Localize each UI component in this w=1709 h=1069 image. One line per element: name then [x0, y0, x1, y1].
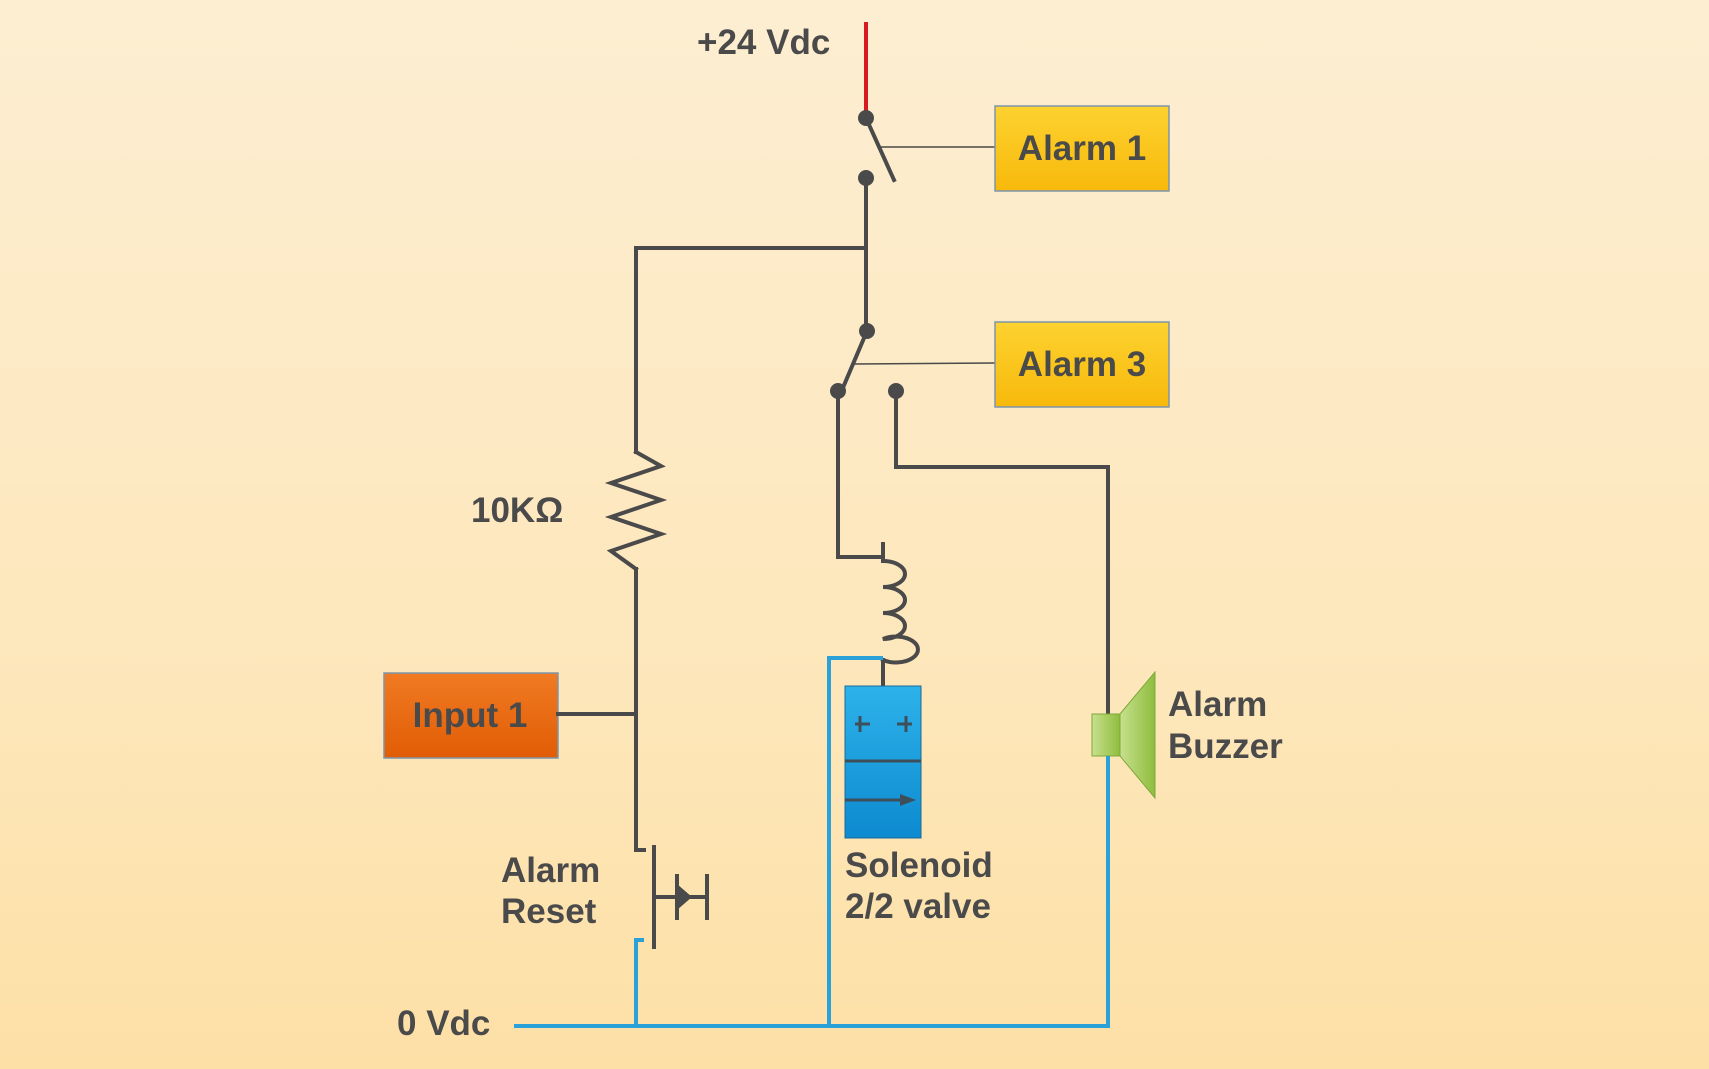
alarm1-box: Alarm 1	[994, 105, 1170, 192]
alarm3-box: Alarm 3	[994, 321, 1170, 408]
input1-label: Input 1	[413, 696, 528, 735]
solenoid-coil	[880, 542, 920, 688]
buzzer-label-line1: Alarm	[1168, 685, 1267, 724]
buzzer-label-line2: Buzzer	[1168, 727, 1283, 766]
supply-label: +24 Vdc	[697, 23, 830, 62]
ground-label: 0 Vdc	[397, 1004, 490, 1043]
alarm-reset-button	[634, 845, 709, 1026]
valve-label-line1: Solenoid	[845, 846, 993, 885]
buzzer-feed-wire	[894, 389, 1110, 716]
solenoid-feed-wire	[836, 389, 885, 559]
solenoid-valve	[844, 685, 922, 839]
alarm3-contact	[830, 323, 996, 399]
alarm-buzzer-icon	[1091, 670, 1156, 800]
resistor-label: 10KΩ	[471, 491, 563, 530]
alarm1-contact	[858, 110, 995, 186]
resistor-symbol	[604, 449, 668, 572]
solenoid-ground-wire	[827, 656, 883, 1026]
reset-label-line2: Reset	[501, 892, 597, 931]
resistor-branch-wire	[634, 246, 868, 454]
reset-label-line1: Alarm	[501, 851, 600, 890]
alarm1-label: Alarm 1	[1018, 129, 1146, 168]
alarm3-label: Alarm 3	[1018, 345, 1146, 384]
input1-box: Input 1	[383, 672, 559, 759]
valve-label-line2: 2/2 valve	[845, 887, 991, 926]
